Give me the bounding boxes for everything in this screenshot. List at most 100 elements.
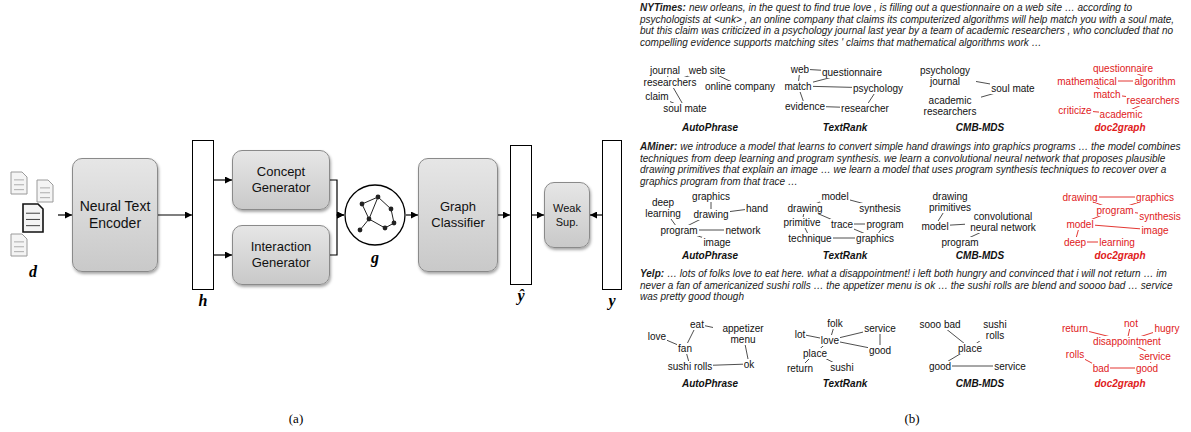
graph-keyword: researchers bbox=[1126, 95, 1181, 106]
graph-keyword: lot bbox=[794, 329, 807, 340]
graph-icon-dot bbox=[389, 207, 394, 212]
vector-box: h bbox=[192, 140, 214, 290]
graph-keyword: algorithm bbox=[1133, 76, 1176, 87]
graph-keyword: drawing primitives bbox=[924, 191, 976, 213]
method-name: doc2graph bbox=[1094, 250, 1145, 262]
graph-keyword: service bbox=[1138, 351, 1172, 362]
method-name: AutoPhrase bbox=[682, 250, 738, 262]
graph-keyword: fan bbox=[677, 343, 693, 354]
graph-keyword: synthesis bbox=[858, 203, 902, 214]
graph-keyword: hand bbox=[745, 203, 769, 214]
graph-keyword: service bbox=[993, 361, 1027, 372]
document-shape bbox=[11, 234, 27, 256]
graph-keyword: technique bbox=[787, 233, 832, 244]
graph-keyword: program bbox=[940, 237, 979, 248]
graph-keyword: academic bbox=[1099, 109, 1144, 120]
graph-keyword: image bbox=[702, 237, 731, 248]
graph-keyword: evidence bbox=[784, 101, 826, 112]
method-name: TextRank bbox=[823, 250, 868, 262]
graph-keyword: model bbox=[920, 221, 949, 232]
connector bbox=[406, 214, 418, 215]
graph-keyword: trace bbox=[830, 219, 854, 230]
graph-keyword: good bbox=[1135, 363, 1159, 374]
graph-keyword: soul mate bbox=[990, 83, 1035, 94]
subfigure-label: (a) bbox=[289, 411, 303, 426]
graph-keyword: place bbox=[802, 348, 828, 359]
document-icons: d bbox=[8, 170, 58, 260]
node-label: h bbox=[199, 292, 208, 310]
graph-keyword: sushi rolls bbox=[977, 319, 1013, 341]
connector bbox=[214, 179, 232, 180]
graph-keyword: return bbox=[1061, 323, 1089, 334]
graph-keyword: synthesis bbox=[1138, 211, 1182, 222]
graph-keyword: claim bbox=[644, 91, 669, 102]
document-line bbox=[14, 184, 24, 185]
graph-keyword: researcher bbox=[840, 103, 890, 114]
graph-keyword: match bbox=[1092, 89, 1121, 100]
node-label: d bbox=[29, 263, 37, 281]
method-name: CMB-MDS bbox=[956, 250, 1004, 262]
graph-keyword: ok bbox=[743, 359, 756, 370]
document-line bbox=[14, 251, 24, 252]
node-label: g bbox=[371, 249, 379, 267]
connector bbox=[330, 215, 344, 255]
graph-keyword: academic researchers bbox=[919, 95, 981, 117]
node-text: Graph Classifier bbox=[425, 199, 491, 231]
classifier-box: Graph Classifier bbox=[418, 158, 498, 272]
graph-keyword: rolls bbox=[1065, 349, 1085, 360]
supervision-box: Weak Sup. bbox=[544, 182, 590, 248]
document-shape bbox=[37, 180, 53, 202]
graph-keyword: love bbox=[820, 335, 840, 346]
graph-keyword: eat bbox=[689, 319, 705, 330]
document-line bbox=[40, 187, 50, 188]
method-name: CMB-MDS bbox=[956, 378, 1004, 390]
document-line bbox=[14, 179, 24, 180]
graph-keyword: disappointment bbox=[1092, 336, 1162, 347]
document-shape bbox=[11, 172, 27, 194]
graph-keyword: sushi rolls bbox=[667, 361, 713, 372]
graph-keyword: mathematical bbox=[1056, 76, 1117, 87]
document-icon bbox=[8, 170, 58, 260]
graph-keyword: graphics bbox=[1135, 192, 1175, 203]
graph-icon-dot bbox=[360, 202, 365, 207]
graph-keyword: journal bbox=[649, 65, 681, 76]
connector bbox=[590, 214, 602, 215]
graph-keyword: questionnaire bbox=[821, 67, 883, 78]
graph-icon-dot bbox=[392, 221, 397, 226]
source-name: NYTimes: bbox=[640, 2, 686, 13]
graph-keyword: researchers bbox=[643, 77, 698, 88]
graph-keyword: program bbox=[659, 225, 698, 236]
graph-keyword: model bbox=[820, 191, 849, 202]
graph-keyword: drawing bbox=[1061, 192, 1098, 203]
node-label: y bbox=[608, 292, 615, 310]
graph-keyword: criticize bbox=[1057, 105, 1092, 116]
graph-keyword: graphics bbox=[691, 191, 731, 202]
graph-keyword: love bbox=[647, 331, 667, 342]
graph-keyword: psychology journal bbox=[914, 65, 976, 87]
document-line bbox=[40, 197, 50, 198]
connector bbox=[330, 180, 344, 215]
graph-keyword: web bbox=[790, 64, 810, 75]
graph-keyword: sushi bbox=[829, 362, 854, 373]
generator-box: Interaction Generator bbox=[232, 225, 330, 285]
graph-keyword: folk bbox=[826, 318, 844, 329]
graph-keyword: web site bbox=[688, 65, 727, 76]
graph-keyword: psychology bbox=[852, 83, 904, 94]
graph-icon-line bbox=[369, 219, 385, 228]
method-name: TextRank bbox=[823, 122, 868, 134]
vector-box: y bbox=[602, 140, 622, 290]
graph-keyword: sooo bad bbox=[918, 319, 961, 330]
node-text: Concept Generator bbox=[239, 164, 323, 196]
graph-keyword: model bbox=[1065, 219, 1094, 230]
document-line bbox=[14, 189, 24, 190]
graph-keyword: service bbox=[863, 323, 897, 334]
source-name: Yelp: bbox=[640, 268, 664, 279]
document-shape bbox=[23, 204, 43, 232]
graph-keyword: deep bbox=[1063, 237, 1087, 248]
document-line bbox=[26, 219, 40, 220]
graph-keyword: program bbox=[865, 219, 904, 230]
graph-keyword: appetizer menu bbox=[713, 323, 773, 345]
node-label: ŷ bbox=[517, 287, 524, 305]
graph-icon-dot bbox=[376, 195, 381, 200]
connector bbox=[532, 214, 544, 215]
